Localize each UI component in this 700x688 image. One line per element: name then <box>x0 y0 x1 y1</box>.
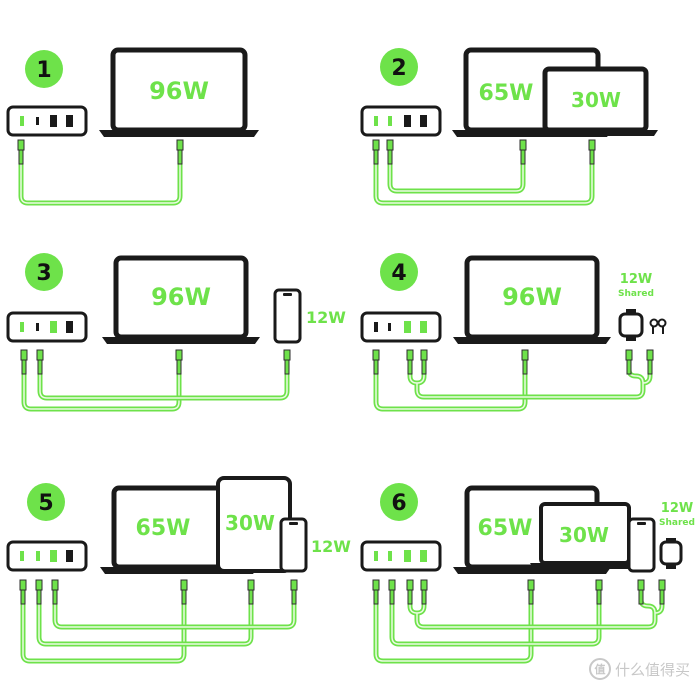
laptop-watts: 30W <box>559 523 609 547</box>
laptop-icon: 96W <box>99 47 259 137</box>
panel-number-badge: 1 <box>25 50 63 88</box>
panel-number: 6 <box>391 491 406 516</box>
watermark: 值 什么值得买 <box>588 658 690 680</box>
shared-label: 12W Shared <box>659 501 695 528</box>
panel-number: 1 <box>36 58 51 83</box>
panel-3: 3 96W 12W <box>6 253 346 412</box>
panel-2: 2 65W 30W <box>360 47 658 206</box>
phone-icon: 12W <box>273 288 346 344</box>
panel-1: 1 96W <box>6 47 259 206</box>
cables <box>373 597 665 664</box>
charger <box>6 105 88 137</box>
tablet-icon: 30W <box>216 476 292 573</box>
cables <box>21 367 290 412</box>
laptop-icon: 96W <box>453 255 611 344</box>
shared-text: Shared <box>618 289 654 299</box>
phone-icon <box>627 517 656 573</box>
laptop-watts: 65W <box>479 81 534 106</box>
shared-text: Shared <box>659 518 695 528</box>
charger <box>6 540 88 572</box>
panel-number: 2 <box>391 56 406 81</box>
phone-icon: 12W <box>279 517 351 573</box>
panel-number: 3 <box>36 261 51 286</box>
charger <box>6 311 88 343</box>
laptop-icon-secondary: 30W <box>530 502 640 569</box>
watch-icon <box>618 309 644 341</box>
tablet-watts: 30W <box>225 511 275 535</box>
charger <box>360 540 442 572</box>
laptop-icon-secondary: 30W <box>533 66 658 136</box>
cables <box>20 597 297 664</box>
panel-number: 5 <box>38 491 53 516</box>
shared-watts: 12W <box>661 501 693 516</box>
panel-number-badge: 2 <box>380 48 418 86</box>
phone-watts: 12W <box>311 537 351 556</box>
watermark-logo-icon: 值 <box>588 658 611 680</box>
laptop-watts: 96W <box>502 283 562 311</box>
watermark-text: 什么值得买 <box>614 660 690 679</box>
panel-number: 4 <box>391 261 406 286</box>
panel-6: 6 65W 30W 12W Shared <box>360 483 695 664</box>
panel-5: 5 65W 30W 12W <box>6 476 351 664</box>
shared-watts: 12W <box>620 272 652 287</box>
shared-label: 12W Shared <box>618 272 654 299</box>
laptop-watts: 65W <box>136 516 191 541</box>
cables <box>18 157 183 206</box>
cables <box>373 157 595 206</box>
panel-number-badge: 6 <box>380 483 418 521</box>
earbuds-icon <box>649 318 667 334</box>
laptop-watts: 30W <box>571 88 621 112</box>
panel-number-badge: 4 <box>380 253 418 291</box>
watch-icon <box>659 538 683 569</box>
charger <box>360 105 442 137</box>
panel-number-badge: 3 <box>25 253 63 291</box>
laptop-watts: 96W <box>149 77 209 105</box>
phone-watts: 12W <box>306 308 346 327</box>
cables <box>373 367 653 412</box>
panel-number-badge: 5 <box>27 483 65 521</box>
charger <box>360 311 442 343</box>
laptop-icon: 96W <box>102 255 260 344</box>
panel-4: 4 96W 12W Shared <box>360 253 667 412</box>
laptop-watts: 96W <box>151 283 211 311</box>
laptop-watts: 65W <box>478 516 533 541</box>
